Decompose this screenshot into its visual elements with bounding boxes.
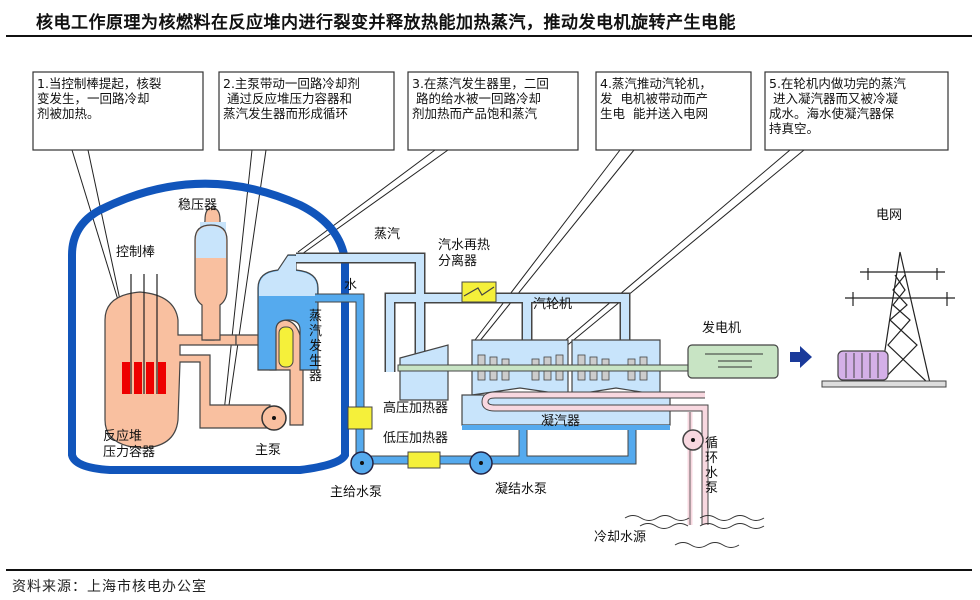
label-sg-char: 发 <box>309 338 322 354</box>
svg-text:剂加热而产品饱和蒸汽: 剂加热而产品饱和蒸汽 <box>412 106 538 121</box>
svg-text:成水。海水使凝汽器保: 成水。海水使凝汽器保 <box>769 106 895 121</box>
callout-5-line-1: 5.在轮机内做功完的蒸汽 <box>769 76 906 91</box>
callout-5-line-3: 成水。海水使凝汽器保 <box>769 106 895 121</box>
label-steam-generator: 蒸 汽 发 生 器 <box>309 309 322 384</box>
label-turbine: 汽轮机 <box>533 297 572 312</box>
label-cond-pump: 凝结水泵 <box>495 481 547 497</box>
label-main-pump: 主泵 <box>255 443 281 458</box>
condenser-base <box>462 425 670 430</box>
moisture-separator-reheater <box>461 281 497 303</box>
label-control-rods: 控制棒 <box>116 245 155 260</box>
label-msr-2: 分离器 <box>438 253 477 269</box>
footer-rule <box>6 569 972 571</box>
hp-turbine <box>399 344 449 401</box>
svg-text:蒸汽发生器而形成循环: 蒸汽发生器而形成循环 <box>223 106 348 121</box>
pressurizer <box>194 224 228 341</box>
callout-3-line-2: 路的给水被一回路冷却 <box>412 91 541 106</box>
label-msr-1: 汽水再热 <box>438 238 490 253</box>
svg-text:3.在蒸汽发生器里，二回: 3.在蒸汽发生器里，二回 <box>412 76 549 91</box>
label-pressurizer: 稳压器 <box>178 197 217 213</box>
lp-heater-horizontal <box>407 451 441 469</box>
control-rods <box>130 274 158 394</box>
callout-4-line-3: 生电 能并送入电网 <box>600 106 708 121</box>
label-sg-char: 器 <box>309 369 322 384</box>
callout-2: 2.主泵带动一回路冷却剂 通过反应堆压力容器和 蒸汽发生器而形成循环 <box>218 71 395 151</box>
svg-text:1.当控制棒提起，核裂: 1.当控制棒提起，核裂 <box>37 76 161 91</box>
callout-2-line-1: 2.主泵带动一回路冷却剂 <box>223 76 360 91</box>
svg-text:剂被加热。: 剂被加热。 <box>37 106 100 121</box>
callout-1-line-2: 变发生，一回路冷却 <box>37 91 150 106</box>
label-lp-heater: 低压加热器 <box>383 431 448 446</box>
condensate-pump <box>469 451 493 475</box>
label-sg-char: 汽 <box>309 324 322 339</box>
label-cp-char: 环 <box>705 451 718 466</box>
svg-text:持真空。: 持真空。 <box>769 121 819 136</box>
callout-3-line-3: 剂加热而产品饱和蒸汽 <box>412 106 538 121</box>
callout-5-line-2: 进入凝汽器而又被冷凝 <box>769 91 898 106</box>
label-hp-heater: 高压加热器 <box>383 400 448 416</box>
label-reactor-vessel-2: 压力容器 <box>103 444 155 460</box>
label-cp-char: 循 <box>705 436 718 451</box>
callout-5: 5.在轮机内做功完的蒸汽 进入凝汽器而又被冷凝 成水。海水使凝汽器保 持真空。 <box>764 71 949 151</box>
callout-5-line-4: 持真空。 <box>769 121 819 136</box>
grid-base <box>821 380 947 388</box>
svg-text:生电 能并送入电网: 生电 能并送入电网 <box>600 106 708 121</box>
svg-text:5.在轮机内做功完的蒸汽: 5.在轮机内做功完的蒸汽 <box>769 76 906 91</box>
label-feed-pump: 主给水泵 <box>330 485 382 500</box>
label-cooling-source: 冷却水源 <box>594 530 646 545</box>
svg-text:路的给水被一回路冷却: 路的给水被一回路冷却 <box>412 91 541 106</box>
svg-text:通过反应堆压力容器和: 通过反应堆压力容器和 <box>223 91 352 106</box>
svg-text:进入凝汽器而又被冷凝: 进入凝汽器而又被冷凝 <box>769 91 898 106</box>
cooling-water-waves <box>624 515 765 548</box>
label-water: 水 <box>344 278 357 293</box>
page-title: 核电工作原理为核燃料在反应堆内进行裂变并释放热能加热蒸汽，推动发电机旋转产生电能 <box>36 13 736 33</box>
svg-text:发 电机被带动而产: 发 电机被带动而产 <box>600 91 708 106</box>
circulating-pump <box>682 429 704 451</box>
fuel-rods <box>122 362 166 394</box>
source-note: 资料来源：上海市核电办公室 <box>12 579 207 595</box>
callout-1-line-1: 1.当控制棒提起，核裂 <box>37 76 161 91</box>
label-cp-char: 泵 <box>705 481 718 496</box>
callout-4-line-2: 发 电机被带动而产 <box>600 91 708 106</box>
callout-3: 3.在蒸汽发生器里，二回 路的给水被一回路冷却 剂加热而产品饱和蒸汽 <box>407 71 579 151</box>
lp-heater-vertical <box>347 406 373 430</box>
svg-text:2.主泵带动一回路冷却剂: 2.主泵带动一回路冷却剂 <box>223 76 360 91</box>
callout-4-line-1: 4.蒸汽推动汽轮机， <box>600 76 712 91</box>
callout-1-line-3: 剂被加热。 <box>37 106 100 121</box>
containment-building <box>68 179 349 474</box>
lp-turbines <box>461 339 671 426</box>
main-pump <box>261 405 287 431</box>
label-steam: 蒸汽 <box>374 227 400 242</box>
label-circ-pump: 循 环 水 泵 <box>705 436 718 496</box>
generator <box>687 344 779 379</box>
callout-3-line-1: 3.在蒸汽发生器里，二回 <box>412 76 549 91</box>
title-rule <box>6 35 972 37</box>
svg-text:变发生，一回路冷却: 变发生，一回路冷却 <box>37 91 150 106</box>
callout-1: 1.当控制棒提起，核裂 变发生，一回路冷却 剂被加热。 <box>32 71 204 151</box>
turbine-shaft <box>397 364 691 372</box>
label-generator: 发电机 <box>702 320 741 336</box>
label-grid: 电网 <box>876 208 902 223</box>
label-condenser: 凝汽器 <box>541 413 580 429</box>
transformer-icon <box>837 350 889 381</box>
label-sg-char: 生 <box>309 354 322 369</box>
label-reactor-vessel-1: 反应堆 <box>103 428 142 444</box>
callout-2-line-3: 蒸汽发生器而形成循环 <box>223 106 348 121</box>
label-sg-char: 蒸 <box>309 309 322 324</box>
steam-generator <box>257 254 319 371</box>
label-cp-char: 水 <box>705 466 718 481</box>
callout-2-line-2: 通过反应堆压力容器和 <box>223 91 352 106</box>
callout-4: 4.蒸汽推动汽轮机， 发 电机被带动而产 生电 能并送入电网 <box>595 71 752 151</box>
power-arrow-icon <box>790 346 812 368</box>
svg-text:4.蒸汽推动汽轮机，: 4.蒸汽推动汽轮机， <box>600 76 712 91</box>
feedwater-pump <box>350 451 374 475</box>
